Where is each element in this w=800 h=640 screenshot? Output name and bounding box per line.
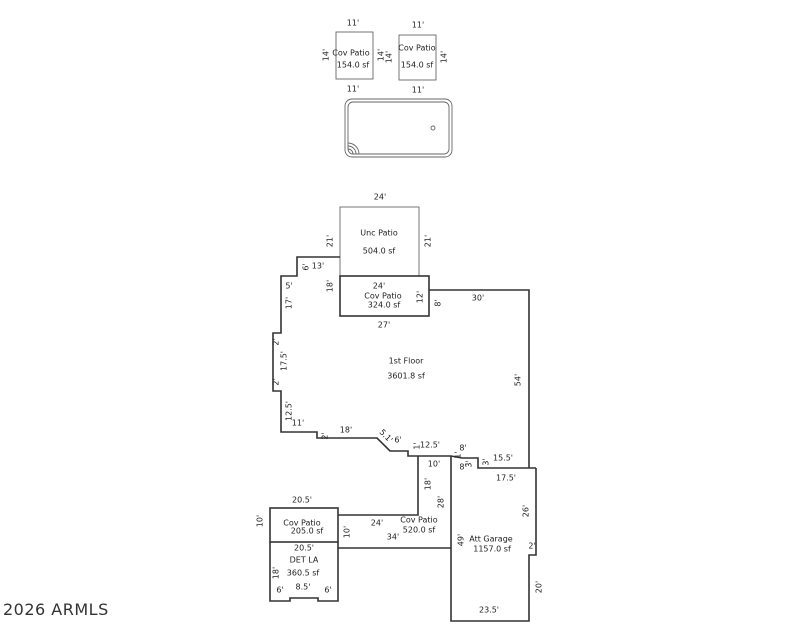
room-name: 1st Floor bbox=[389, 357, 425, 366]
dim-label: 30' bbox=[472, 294, 484, 303]
dim-label: 14' bbox=[385, 51, 394, 63]
room-name: Cov Patio bbox=[283, 519, 320, 528]
dim-label: 1' bbox=[413, 442, 422, 449]
dim-label: 20' bbox=[535, 581, 544, 593]
dim-label: 20.5' bbox=[294, 544, 314, 553]
room-name: Cov Patio bbox=[332, 49, 369, 58]
dim-label: 34' bbox=[387, 533, 399, 542]
dim-label: 11' bbox=[347, 85, 359, 94]
cov-patio-rear-outline bbox=[339, 275, 430, 317]
att-garage-outline bbox=[450, 456, 537, 622]
dim-label: 18' bbox=[340, 426, 352, 435]
dim-label: 17.5' bbox=[280, 351, 289, 371]
unc-patio-outline bbox=[339, 206, 420, 277]
dim-label: 12.5' bbox=[420, 441, 440, 450]
dim-label: 23.5' bbox=[479, 606, 499, 615]
pool-icon bbox=[344, 98, 453, 158]
dim-label: 27' bbox=[378, 321, 390, 330]
dim-label: 8.5' bbox=[296, 583, 311, 592]
dim-label: 6' bbox=[302, 263, 311, 270]
dim-label: 6' bbox=[394, 436, 401, 445]
room-name: Cov Patio bbox=[364, 292, 401, 301]
dim-label: 10' bbox=[343, 526, 352, 538]
dim-label: 3' bbox=[482, 458, 491, 465]
room-area: 520.0 sf bbox=[403, 526, 436, 535]
dim-label: 13' bbox=[312, 262, 324, 271]
top-patio-right-outline bbox=[398, 34, 437, 81]
dim-label: 14' bbox=[440, 51, 449, 63]
room-name: DET LA bbox=[290, 556, 319, 565]
top-patio-left-outline bbox=[335, 31, 374, 80]
dim-label: 8' bbox=[459, 463, 466, 472]
room-area: 205.0 sf bbox=[291, 527, 324, 536]
dim-label: 24' bbox=[373, 282, 385, 291]
dim-label: 49' bbox=[457, 534, 466, 546]
dim-label: 26' bbox=[522, 505, 531, 517]
room-area: 1157.0 sf bbox=[473, 545, 511, 554]
dim-label: 10' bbox=[256, 515, 265, 527]
dim-label: 21' bbox=[424, 235, 433, 247]
dim-label: 18' bbox=[326, 280, 335, 292]
dim-label: 5' bbox=[285, 282, 292, 291]
dim-label: 11' bbox=[292, 419, 304, 428]
room-area: 154.0 sf bbox=[401, 61, 434, 70]
dim-label: 21' bbox=[326, 235, 335, 247]
dim-label: 11' bbox=[412, 21, 424, 30]
dim-label: 12' bbox=[416, 291, 425, 303]
dim-label: 24' bbox=[374, 193, 386, 202]
dim-label: 6' bbox=[276, 586, 283, 595]
room-area: 3601.8 sf bbox=[387, 372, 425, 381]
dim-label: 11' bbox=[412, 86, 424, 95]
room-name: Cov Patio bbox=[400, 516, 437, 525]
dim-label: 8' bbox=[459, 444, 466, 453]
room-area: 324.0 sf bbox=[368, 301, 401, 310]
dim-label: 28' bbox=[437, 496, 446, 508]
cov-patio-side-outline bbox=[269, 507, 339, 543]
dim-label: 24' bbox=[371, 519, 383, 528]
room-area: 504.0 sf bbox=[363, 247, 396, 256]
cov-patio-front-outline bbox=[338, 456, 451, 549]
top-patio-left: 11' 14' Cov Patio 154.0 sf 11' 14' bbox=[322, 19, 386, 94]
dim-label: 15.5' bbox=[493, 454, 513, 463]
dim-label: 14' bbox=[377, 49, 386, 61]
dim-label: 6' bbox=[324, 586, 331, 595]
dim-label: 17' bbox=[285, 297, 294, 309]
dim-label: 8' bbox=[434, 299, 443, 306]
dim-label: 2' bbox=[272, 378, 281, 385]
dim-label: 18' bbox=[272, 567, 281, 579]
dim-label: 14' bbox=[322, 49, 331, 61]
unc-patio: 24' 21' 21' Unc Patio 504.0 sf bbox=[326, 193, 433, 277]
dim-label: 2' bbox=[272, 338, 281, 345]
dim-label: 11' bbox=[347, 19, 359, 28]
dim-label: 10' bbox=[428, 460, 440, 469]
dim-label: 54' bbox=[514, 374, 523, 386]
dim-label: 18' bbox=[424, 478, 433, 490]
room-name: Att Garage bbox=[469, 535, 513, 544]
room-name: Unc Patio bbox=[360, 229, 398, 238]
room-area: 360.5 sf bbox=[287, 569, 320, 578]
first-floor-outline bbox=[272, 256, 536, 469]
dim-label: 3' bbox=[465, 460, 474, 467]
dim-label: 17.5' bbox=[496, 474, 516, 483]
dim-label: 2' bbox=[321, 432, 330, 439]
room-name: Cov Patio bbox=[398, 44, 435, 53]
dim-label: 20.5' bbox=[292, 496, 312, 505]
dim-label: 12.5' bbox=[285, 401, 294, 421]
watermark: 2026 ARMLS bbox=[3, 600, 109, 619]
det-la-outline bbox=[269, 542, 339, 602]
top-patio-right: 11' 14' Cov Patio 154.0 sf 11' 14' bbox=[385, 21, 449, 95]
dim-label: 1' bbox=[454, 451, 463, 458]
room-area: 154.0 sf bbox=[337, 61, 370, 70]
dim-label: 2' bbox=[528, 542, 535, 551]
